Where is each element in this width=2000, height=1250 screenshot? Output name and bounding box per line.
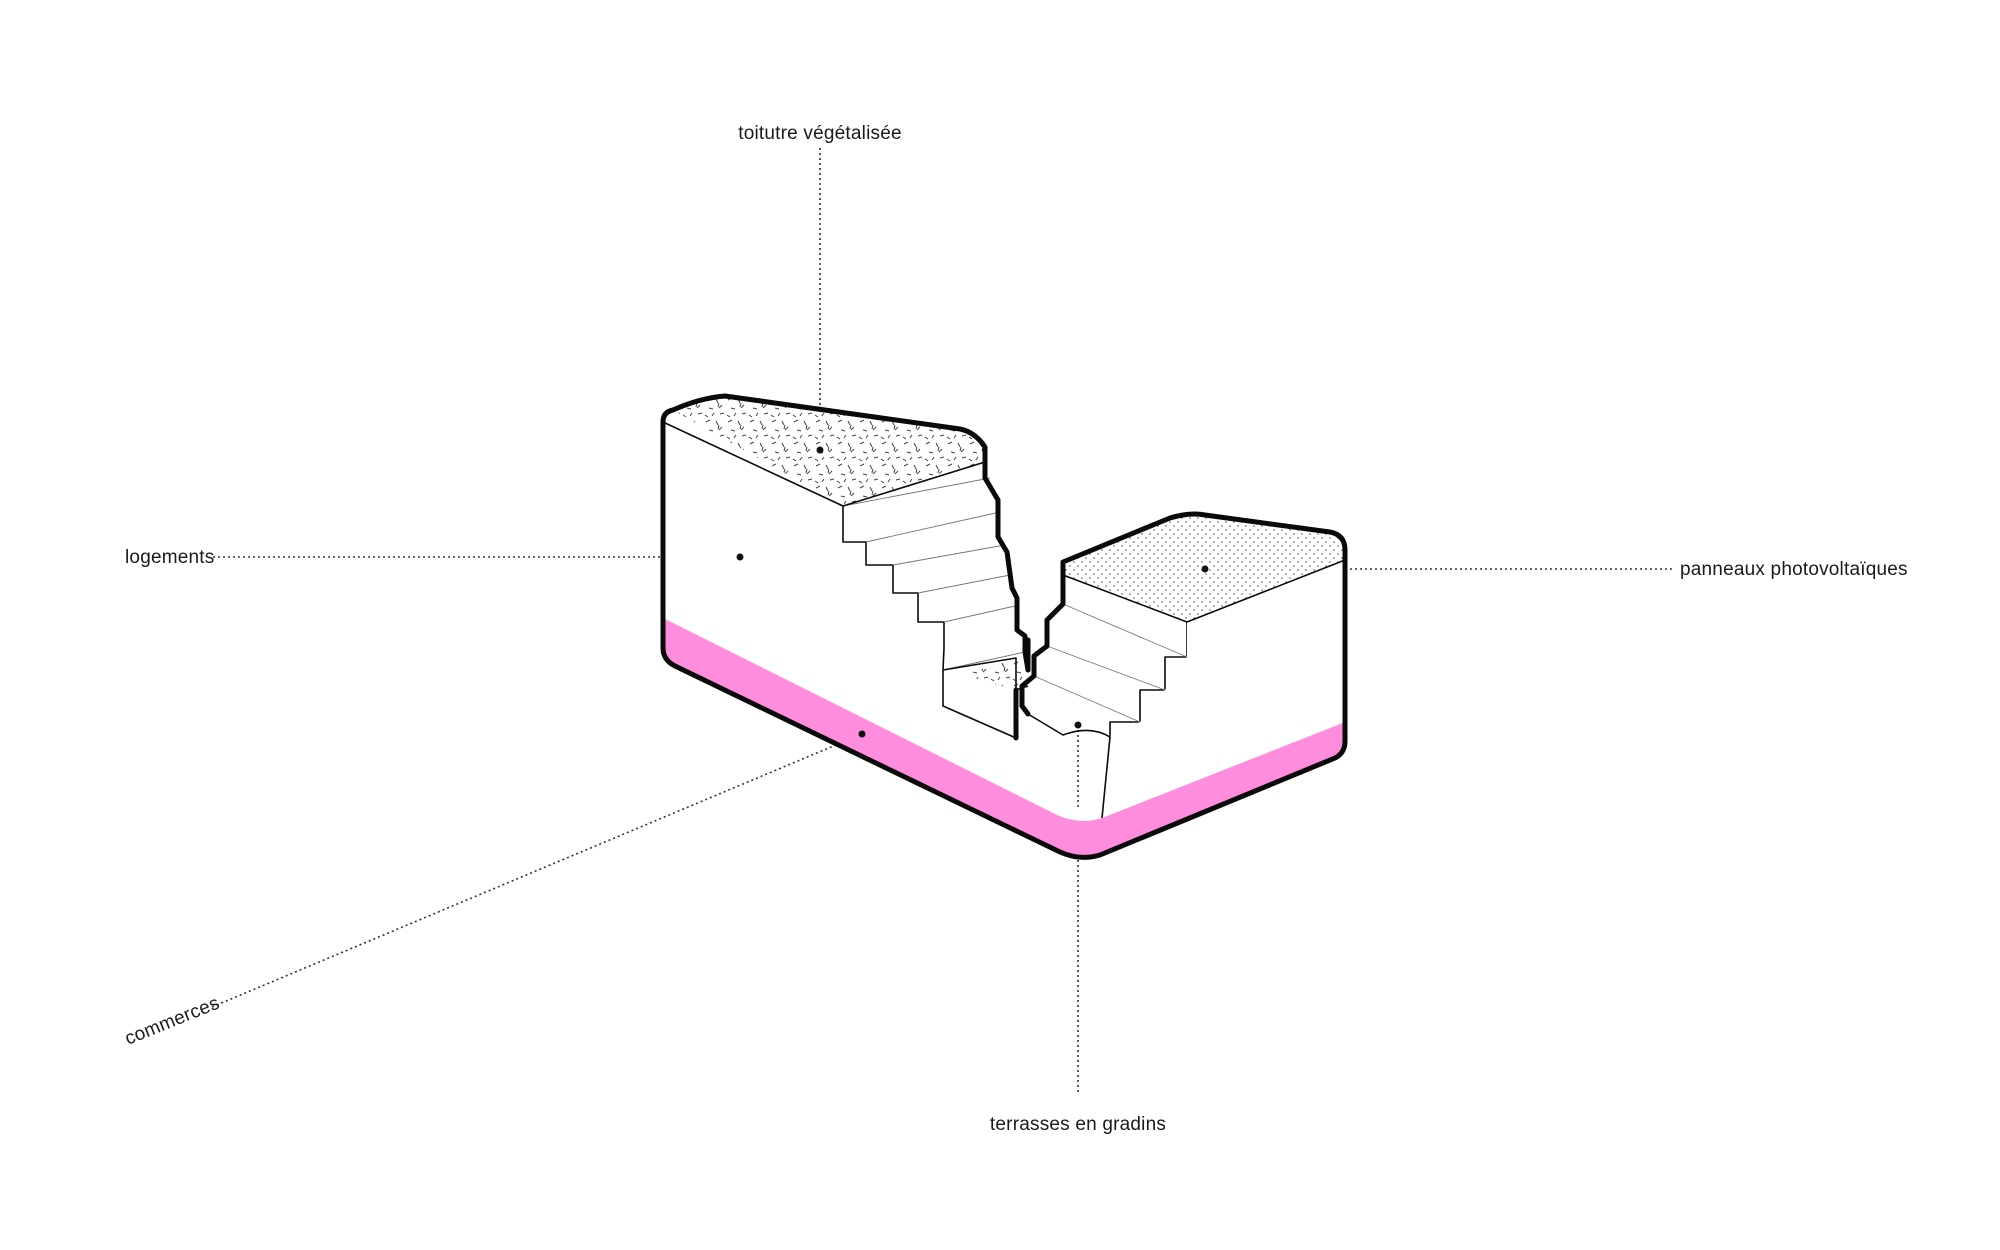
label-stepped-terraces: terrasses en gradins: [990, 1114, 1166, 1135]
label-solar-panels: panneaux photovoltaïques: [1680, 559, 1908, 580]
right-inner-edge: [1027, 713, 1111, 819]
anchor-dots: [736, 446, 1209, 738]
dot-terraces: [1074, 721, 1082, 729]
label-green-roof: toitutre végétalisée: [738, 123, 902, 144]
label-housing: logements: [125, 547, 214, 568]
right-block-front-face: [1102, 560, 1345, 818]
dot-solar: [1201, 565, 1209, 573]
dot-retail: [858, 730, 866, 738]
building-volume: [660, 393, 1348, 860]
left-block-outline: [660, 419, 1348, 860]
notch-outline: [1013, 637, 1031, 741]
label-retail: commerces: [122, 993, 223, 1050]
right-roof-edge: [1062, 559, 1346, 623]
left-block-front-face: [663, 422, 1102, 821]
leader-retail: [211, 733, 863, 1008]
dot-green-roof: [816, 446, 824, 454]
dot-housing: [736, 553, 744, 561]
leader-lines: [211, 148, 1672, 1095]
left-roof-edge: [662, 421, 986, 507]
retail-band: [663, 618, 1345, 858]
left-roof-outline: [660, 393, 1031, 673]
